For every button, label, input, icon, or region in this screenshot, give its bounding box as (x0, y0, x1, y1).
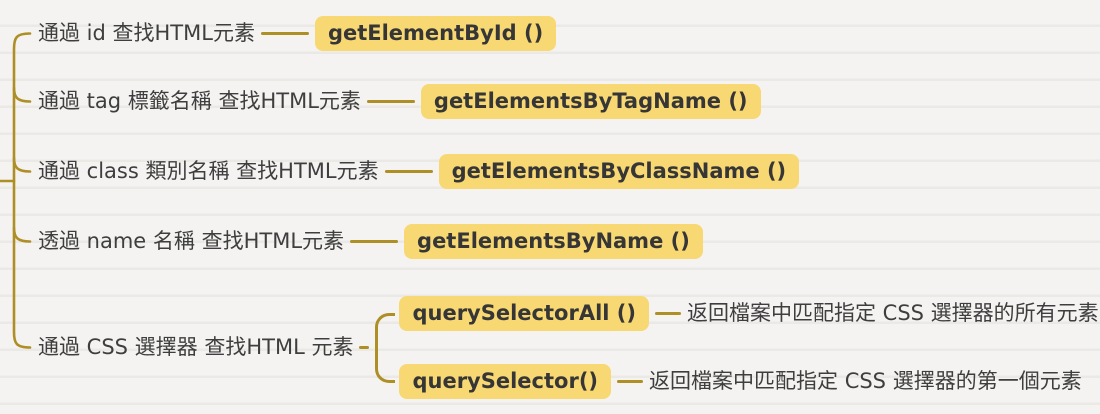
description-queryselectorall[interactable]: 返回檔案中匹配指定 CSS 選擇器的所有元素 (686, 301, 1099, 325)
child-row-queryselector: querySelector() 返回檔案中匹配指定 CSS 選擇器的第一個元素 (399, 364, 1098, 399)
branch-row-css-selector: 通過 CSS 選擇器 查找HTML 元素 querySelectorAll ()… (38, 296, 1099, 399)
branch-label-id[interactable]: 通過 id 查找HTML元素 (38, 21, 255, 45)
connector-dash (350, 240, 399, 243)
branch-label-tag[interactable]: 通過 tag 標籤名稱 查找HTML元素 (38, 89, 361, 113)
branch-stub-line (12, 86, 32, 103)
children-bracket-line (375, 312, 396, 383)
branch-row-tag: 通過 tag 標籤名稱 查找HTML元素 getElementsByTagNam… (38, 84, 761, 119)
branch-stub-line (12, 156, 32, 173)
connector-dash (384, 170, 433, 173)
method-node-getelementsbyname[interactable]: getElementsByName () (404, 224, 703, 259)
css-selector-children: querySelectorAll () 返回檔案中匹配指定 CSS 選擇器的所有… (399, 296, 1099, 399)
connector-dash (359, 346, 370, 349)
method-node-getelementsbytagname[interactable]: getElementsByTagName () (420, 84, 761, 119)
branch-label-name[interactable]: 透過 name 名稱 查找HTML元素 (38, 229, 345, 253)
method-node-queryselector[interactable]: querySelector() (399, 364, 612, 399)
child-row-queryselectorall: querySelectorAll () 返回檔案中匹配指定 CSS 選擇器的所有… (399, 296, 1099, 331)
connector-dash (617, 380, 644, 383)
branch-row-name: 透過 name 名稱 查找HTML元素 getElementsByName () (38, 224, 703, 259)
method-node-getelementbyid[interactable]: getElementById () (314, 16, 557, 51)
branch-row-class: 通過 class 類別名稱 查找HTML元素 getElementsByClas… (38, 154, 800, 189)
description-queryselector[interactable]: 返回檔案中匹配指定 CSS 選擇器的第一個元素 (649, 369, 1082, 393)
branch-stub-line (12, 226, 32, 243)
trunk-line (12, 32, 32, 349)
branch-label-css-selector[interactable]: 通過 CSS 選擇器 查找HTML 元素 (38, 335, 354, 359)
method-node-getelementsbyclassname[interactable]: getElementsByClassName () (438, 154, 800, 189)
method-node-queryselectorall[interactable]: querySelectorAll () (399, 296, 649, 331)
branch-label-class[interactable]: 通過 class 類別名稱 查找HTML元素 (38, 159, 379, 183)
connector-dash (260, 32, 309, 35)
branch-row-id: 通過 id 查找HTML元素 getElementById () (38, 16, 557, 51)
connector-dash (654, 312, 681, 315)
connector-dash (366, 100, 415, 103)
